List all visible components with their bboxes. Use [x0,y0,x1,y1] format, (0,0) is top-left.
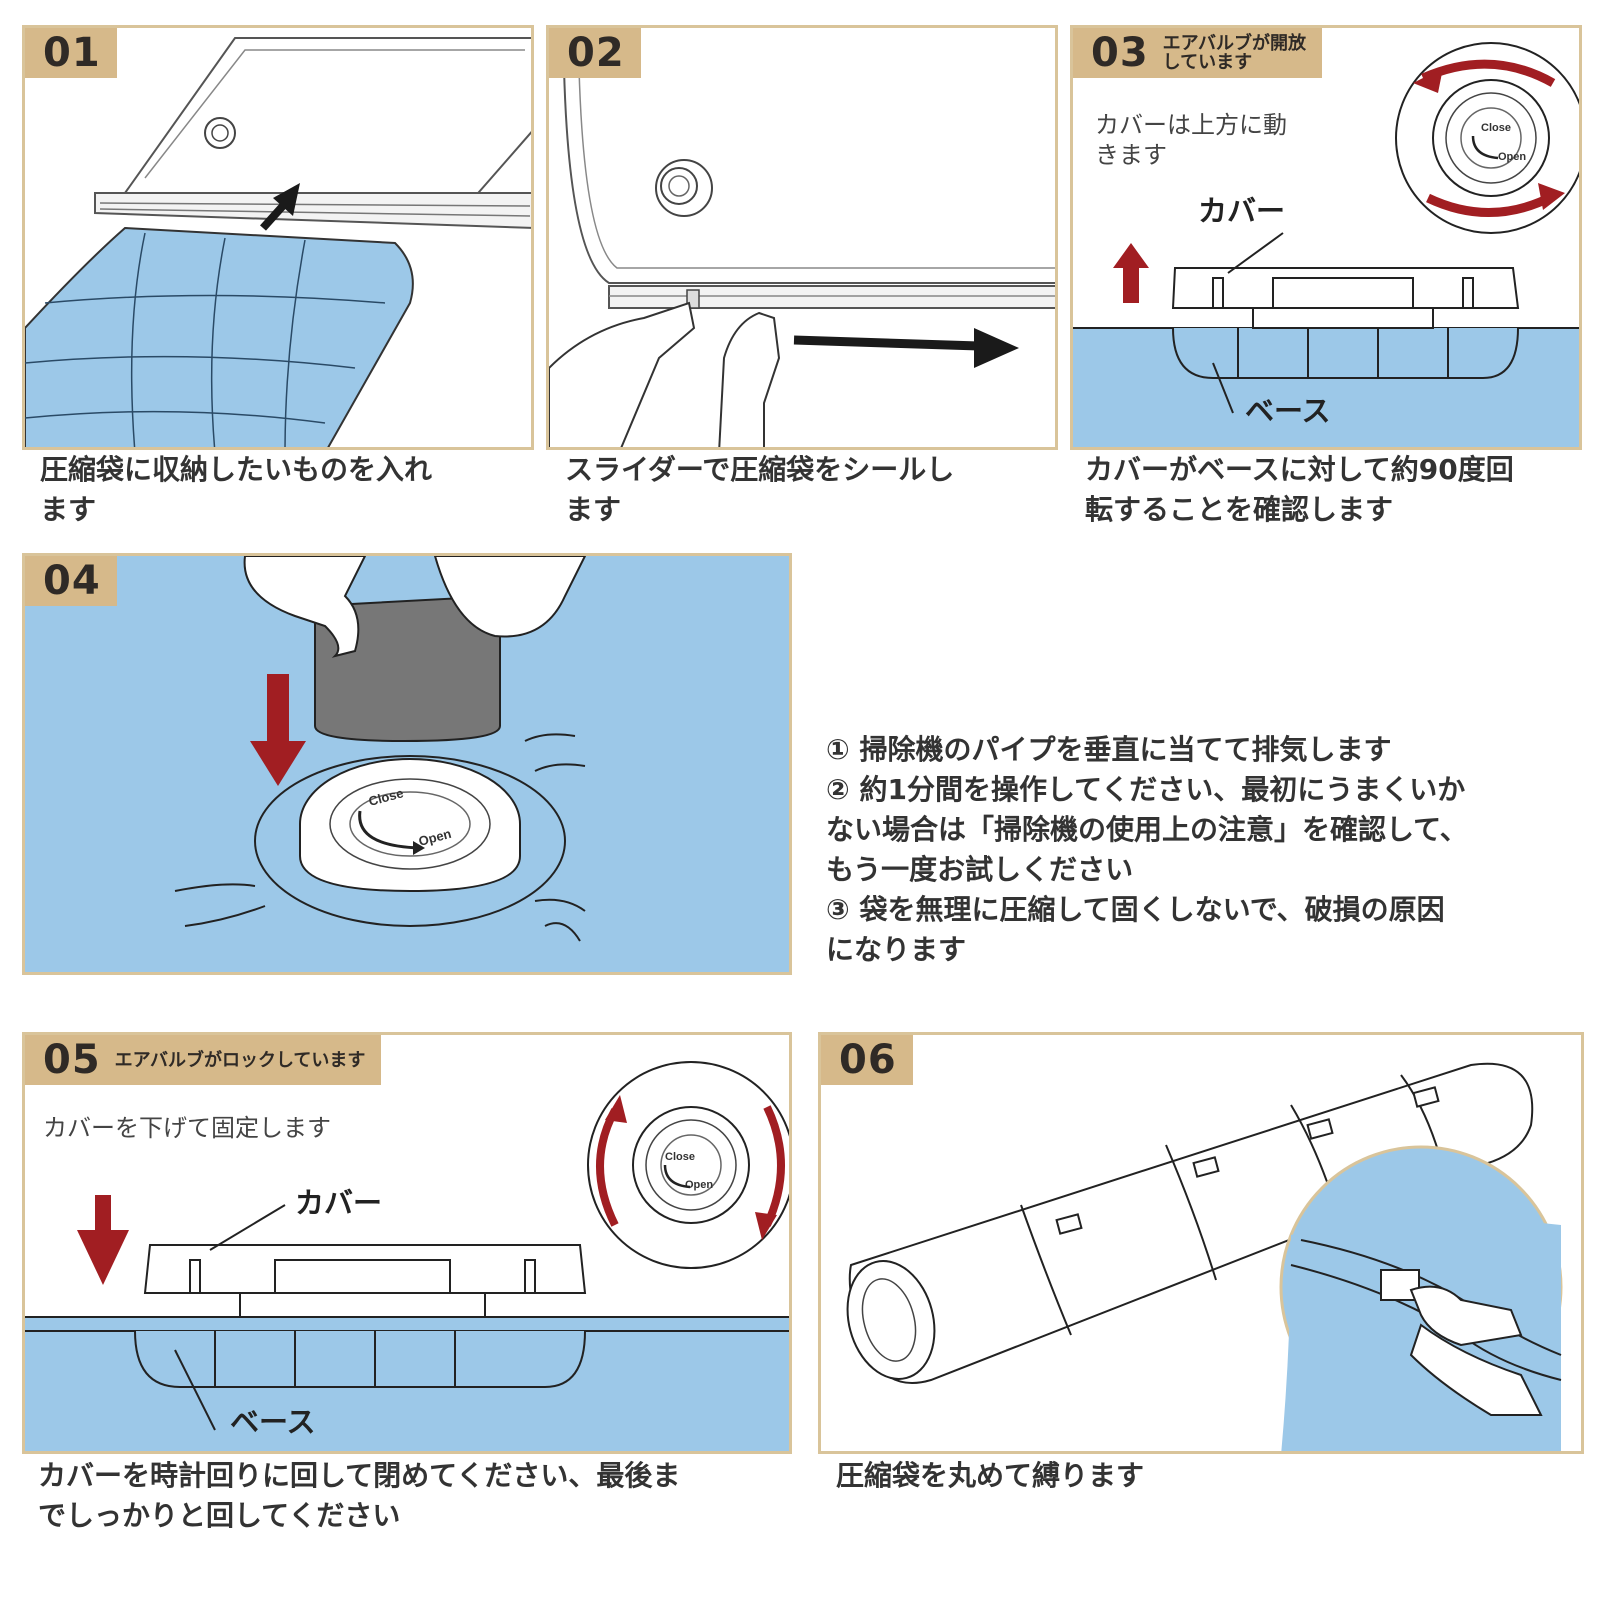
step-03-label-cover: カバー [1198,194,1286,228]
vacuum-instructions: ① 掃除機のパイプを垂直に当てて排気します ② 約1分間を操作してください、最初… [826,730,1566,970]
step-02-caption: スライダーで圧縮袋をシールし ます [565,453,955,526]
step-05-panel: 05 エアバルブがロックしています カバーを下げて固定します Close Ope… [22,1032,792,1454]
step-number: 01 [43,30,101,76]
valve-close-text: Close [1481,122,1511,134]
valve-open-text: Open [1498,151,1526,163]
step-04-illustration: Close Open [174,556,587,942]
step-number: 05 [43,1037,101,1083]
step-05-caption: カバーを時計回りに回して閉めてください、最後ま でしっかりと回してください [38,1459,681,1532]
valve-open-text: Open [685,1179,713,1191]
instruction-item: ① 掃除機のパイプを垂直に当てて排気します [826,733,1392,766]
step-03-note: カバーは上方に動 きます [1095,111,1287,169]
step-01-illustration [25,37,531,447]
step-03-badge-note: エアバルブが開放 しています [1162,33,1306,73]
step-number: 06 [839,1037,897,1083]
step-03-caption: カバーがベースに対して約90度回 転することを確認します [1085,453,1514,526]
step-02-panel: 02 [546,25,1058,450]
step-02-badge: 02 [549,28,641,78]
step-05-illustration: Close Open [25,1061,789,1451]
step-05-badge-note: エアバルブがロックしています [114,1049,366,1071]
step-05-note: カバーを下げて固定します [43,1114,331,1142]
step-03-panel: 03 エアバルブが開放 しています カバーは上方に動 きます Close Ope… [1070,25,1582,450]
step-06-illustration [846,1062,1563,1451]
step-03-label-base: ベース [1245,394,1331,428]
step-05-label-cover: カバー [295,1186,383,1220]
step-01-badge: 01 [25,28,117,78]
step-06-panel: 06 [818,1032,1584,1454]
valve-close-text: Close [665,1151,695,1163]
step-05-badge: 05 エアバルブがロックしています [25,1035,382,1085]
step-03-badge: 03 エアバルブが開放 しています [1073,28,1322,78]
step-02-illustration [549,67,1055,447]
step-04-badge: 04 [25,556,117,606]
step-number: 04 [43,558,101,604]
instruction-item: ③ 袋を無理に圧縮して固くしないで、破損の原因 になります [826,893,1445,966]
step-03-illustration: Close Open [1073,42,1579,447]
step-04-panel: 04 Close Open [22,553,792,975]
step-01-panel: 01 [22,25,534,450]
step-06-caption: 圧縮袋を丸めて縛ります [836,1459,1145,1492]
step-05-label-base: ベース [230,1405,316,1439]
step-number: 03 [1091,30,1149,76]
step-01-caption: 圧縮袋に収納したいものを入れ ます [40,453,433,526]
step-06-badge: 06 [821,1035,913,1085]
instruction-item: ② 約1分間を操作してください、最初にうまくいか ない場合は「掃除機の使用上の注… [826,773,1468,886]
step-number: 02 [567,30,625,76]
